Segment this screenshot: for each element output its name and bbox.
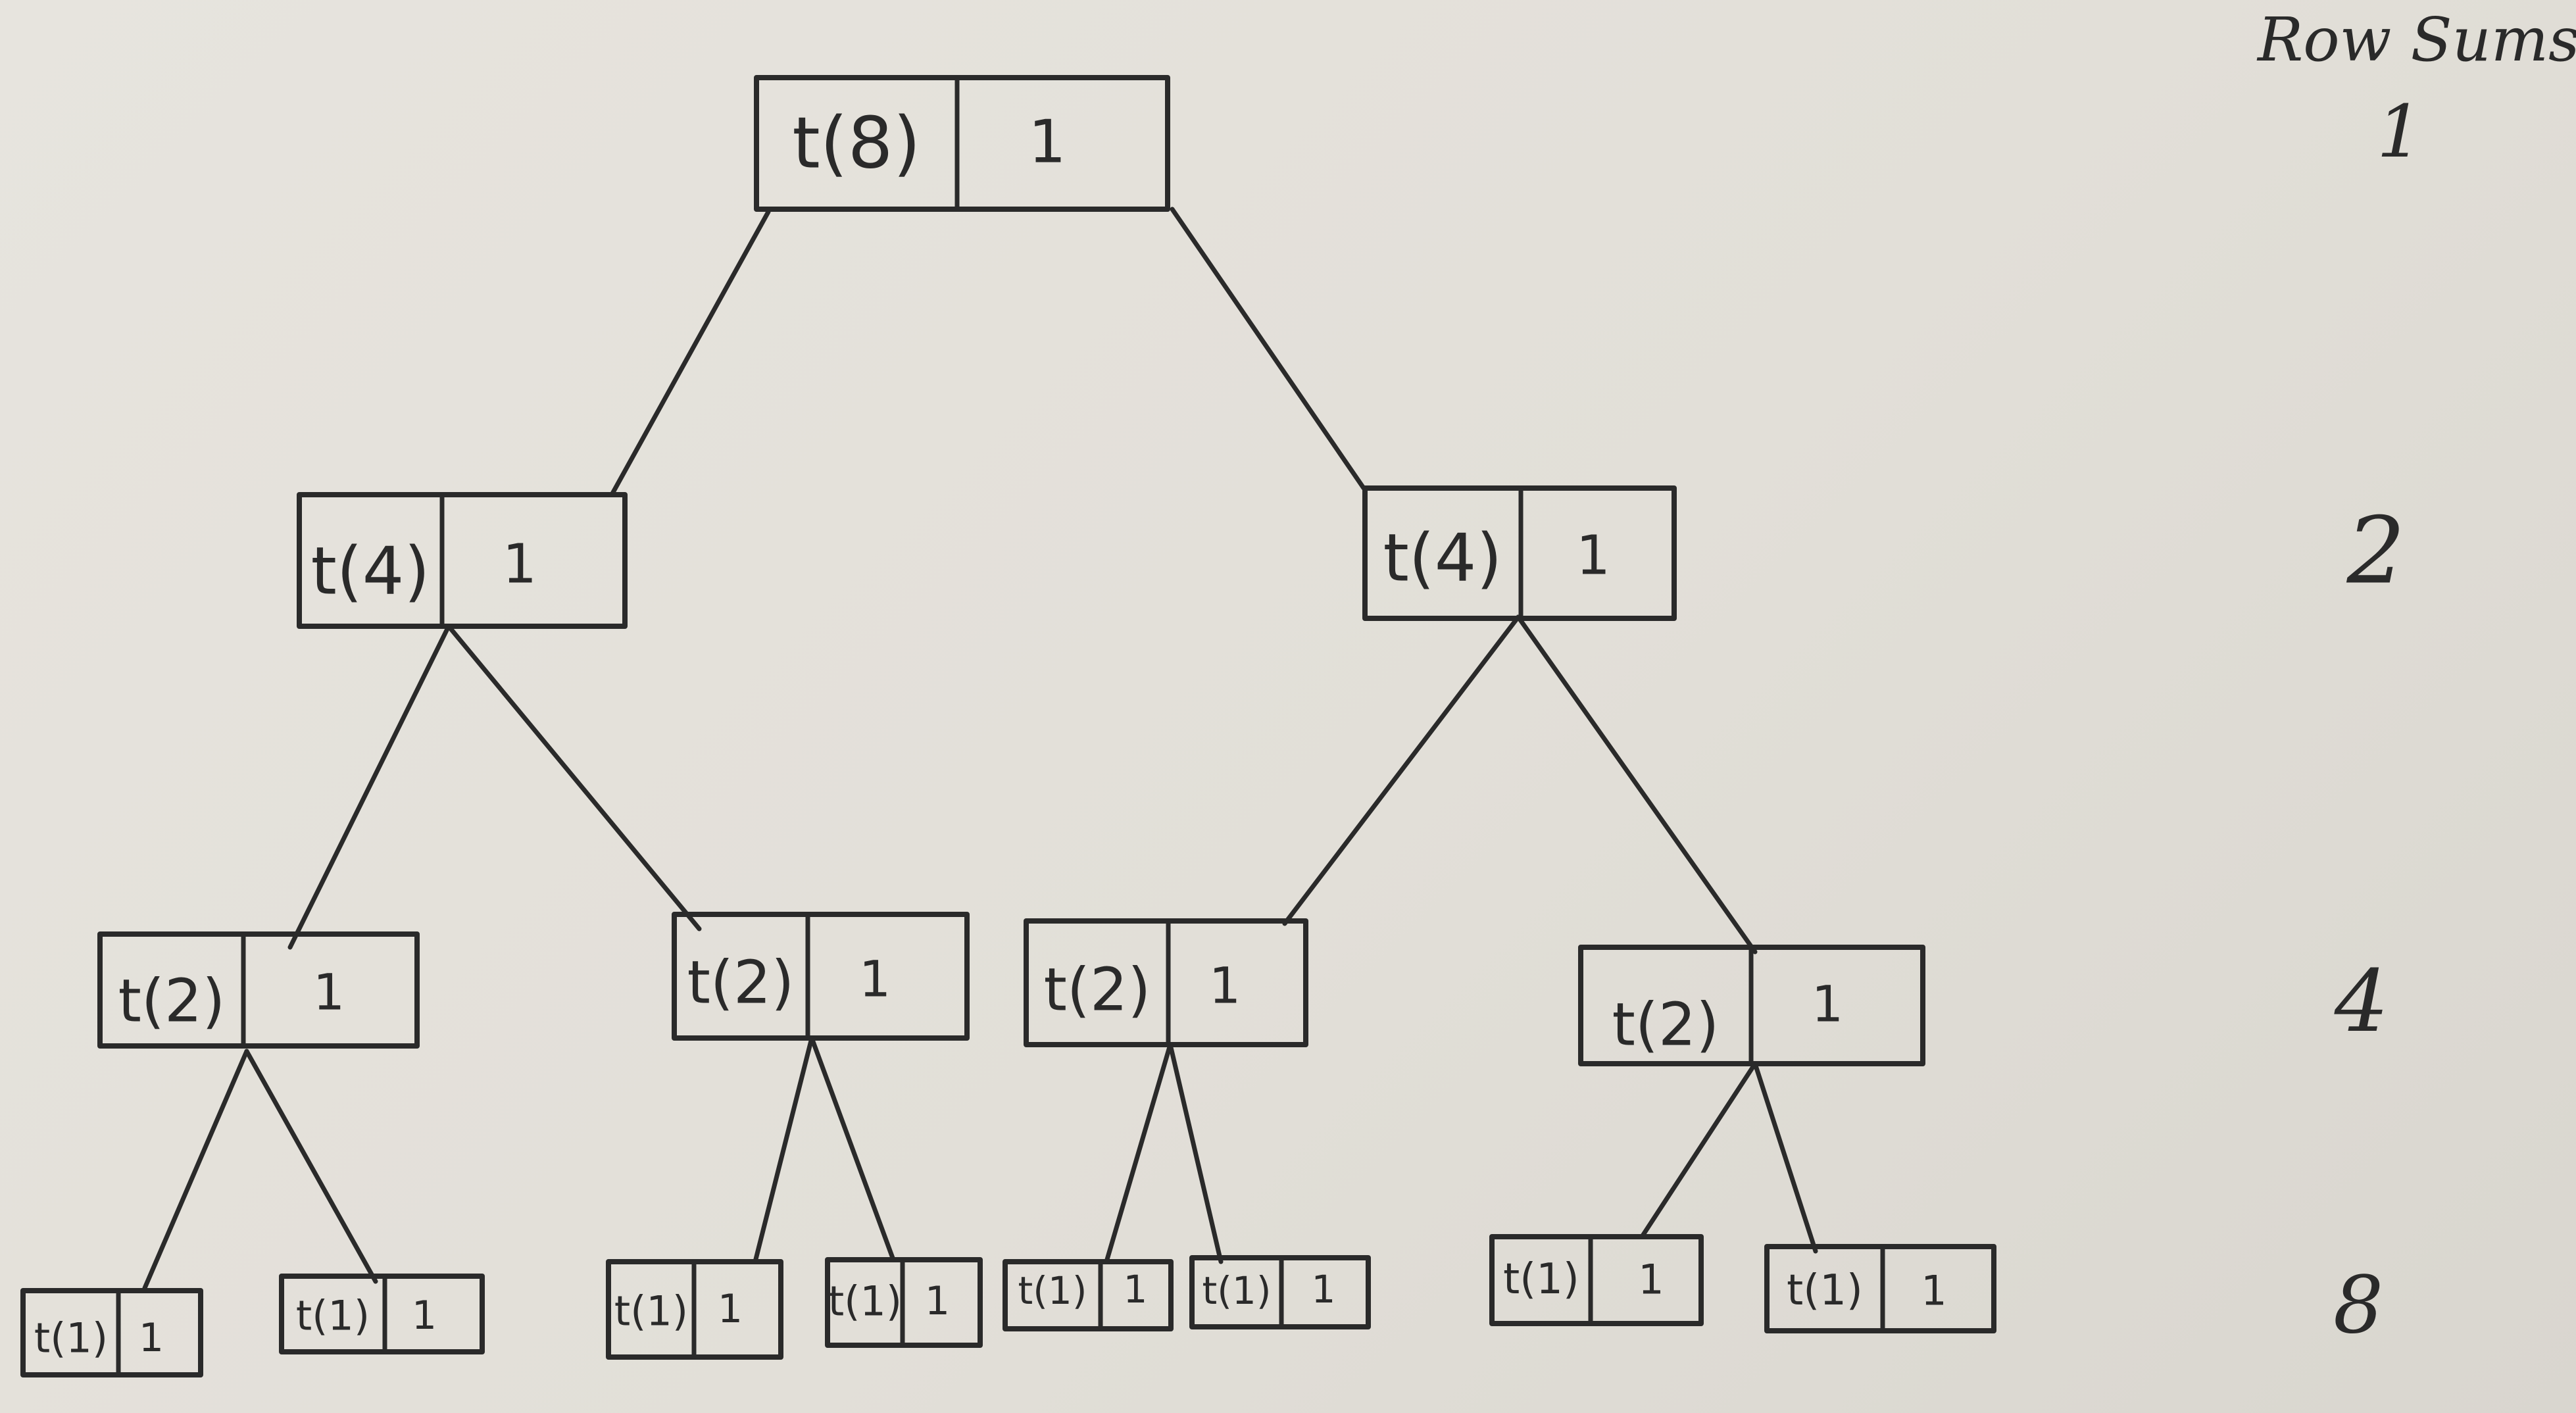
tree-edges: [142, 207, 1818, 1291]
edge-t4-right-t2-d: [1516, 614, 1758, 954]
node-call-label: t(2): [1044, 956, 1151, 1025]
node-call-label: t(2): [687, 949, 795, 1018]
edge-t4-left-t2-a: [287, 624, 451, 950]
edge-t8-t4-left: [609, 209, 771, 497]
node-cost-label: 1: [1576, 525, 1610, 587]
node-cost-label: 1: [1921, 1267, 1946, 1315]
edge-t8-t4-right: [1170, 207, 1366, 491]
edge-t2-a-t1-a: [142, 1049, 249, 1291]
tree-node-t2-c: t(2) 1: [1024, 918, 1308, 1047]
node-cost-label: 1: [503, 533, 537, 596]
tree-node-t8: t(8) 1: [754, 75, 1170, 212]
node-cost-label: 1: [1209, 956, 1241, 1015]
edge-t4-right-t2-c: [1282, 614, 1521, 926]
tree-node-t1-c: t(1) 1: [606, 1259, 783, 1360]
node-cost-label: 1: [1028, 108, 1066, 177]
tree-node-t1-b: t(1) 1: [279, 1274, 485, 1354]
edge-t2-b-t1-d: [809, 1035, 896, 1262]
tree-node-t1-h: t(1) 1: [1764, 1244, 1996, 1333]
row-sum-level-1: 2: [2346, 498, 2405, 605]
node-cost-label: 1: [1124, 1267, 1148, 1312]
edge-t2-c-t1-e: [1104, 1042, 1173, 1264]
node-box: [97, 931, 420, 1049]
tree-node-t1-g: t(1) 1: [1489, 1234, 1704, 1326]
node-call-label: t(1): [1503, 1255, 1579, 1304]
node-box: [297, 492, 628, 629]
node-call-label: t(2): [1612, 991, 1720, 1060]
edge-t2-b-t1-c: [753, 1035, 814, 1264]
tree-node-t1-d: t(1) 1: [825, 1257, 983, 1348]
row-sum-level-0: 1: [2377, 89, 2423, 174]
tree-node-t2-d: t(2) 1: [1578, 945, 1925, 1066]
node-call-label: t(1): [34, 1314, 108, 1362]
tree-node-t1-a: t(1) 1: [20, 1288, 203, 1377]
edge-t2-d-t1-h: [1752, 1061, 1818, 1254]
node-cost-label: 1: [1312, 1267, 1336, 1312]
edge-t2-d-t1-g: [1639, 1061, 1758, 1239]
node-cost-label: 1: [313, 963, 345, 1022]
tree-node-t4-left: t(4) 1: [297, 492, 628, 629]
node-call-label: t(1): [1787, 1266, 1863, 1315]
row-sums-column: Row Sums 1 2 4 8: [2256, 5, 2576, 1352]
node-box: [754, 75, 1170, 212]
node-box: [1489, 1234, 1704, 1326]
node-box: [20, 1288, 203, 1377]
tree-node-t2-a: t(2) 1: [97, 931, 420, 1049]
tree-node-t1-e: t(1) 1: [1003, 1259, 1174, 1331]
node-cost-label: 1: [1812, 975, 1843, 1033]
node-call-label: t(4): [311, 533, 430, 610]
node-cost-label: 1: [925, 1278, 950, 1324]
edge-t2-c-t1-f: [1168, 1042, 1224, 1264]
node-call-label: t(1): [828, 1277, 902, 1326]
node-cost-label: 1: [718, 1286, 743, 1332]
edge-t2-a-t1-b: [244, 1049, 378, 1284]
node-call-label: t(1): [614, 1287, 688, 1335]
tree-node-t1-f: t(1) 1: [1189, 1255, 1371, 1329]
node-cost-label: 1: [859, 950, 891, 1008]
node-cost-label: 1: [412, 1293, 437, 1339]
node-call-label: t(4): [1383, 520, 1502, 597]
row-sum-level-3: 8: [2333, 1260, 2383, 1352]
edge-t4-left-t2-b: [446, 624, 702, 931]
row-sums-header: Row Sums: [2256, 5, 2576, 75]
node-call-label: t(2): [118, 967, 226, 1036]
node-box: [672, 912, 970, 1041]
node-cost-label: 1: [1638, 1256, 1664, 1304]
node-call-label: t(1): [1018, 1268, 1087, 1313]
row-sum-level-2: 4: [2334, 951, 2389, 1051]
node-call-label: t(1): [296, 1292, 370, 1340]
node-call-label: t(1): [1202, 1268, 1272, 1313]
node-box: [279, 1274, 485, 1354]
node-cost-label: 1: [139, 1315, 164, 1361]
node-box: [1003, 1259, 1174, 1331]
node-call-label: t(8): [792, 103, 920, 185]
tree-node-t4-right: t(4) 1: [1362, 485, 1677, 621]
tree-node-t2-b: t(2) 1: [672, 912, 970, 1041]
